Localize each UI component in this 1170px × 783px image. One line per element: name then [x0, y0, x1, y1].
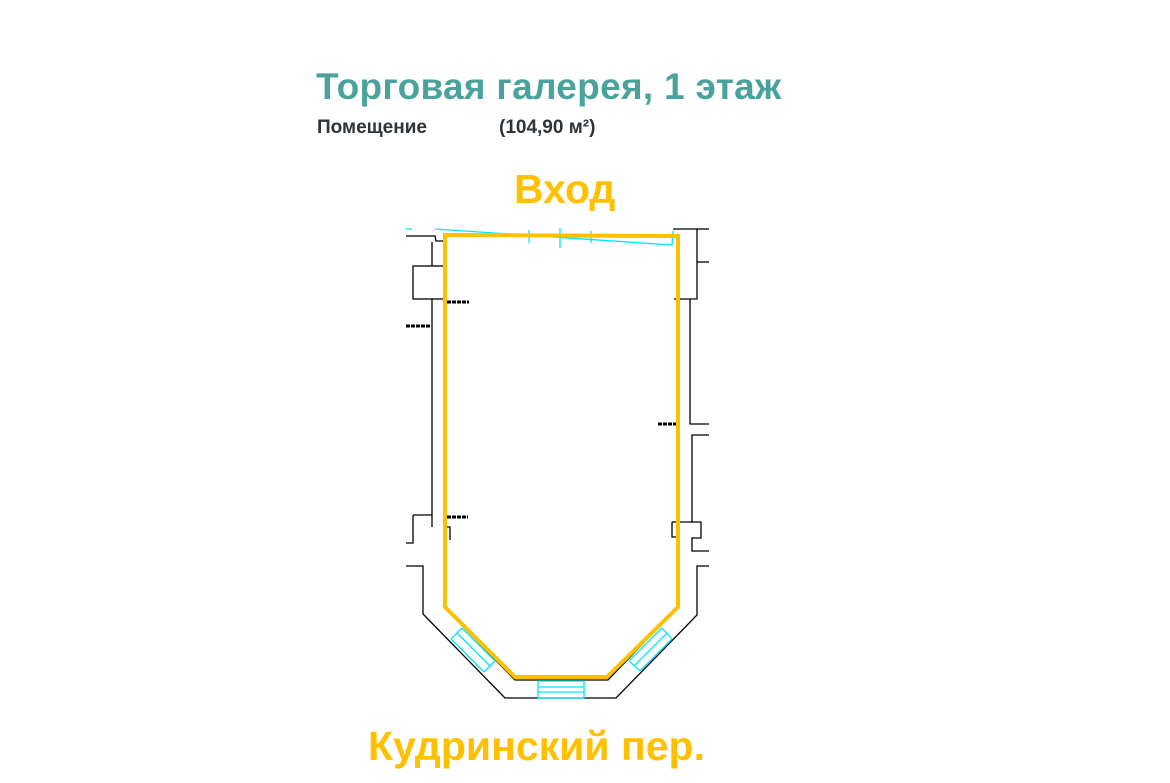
wall-hatching	[406, 300, 676, 519]
room-label: Помещение	[317, 117, 427, 138]
room-area: (104,90 м²)	[499, 117, 596, 138]
walls	[406, 228, 709, 699]
page-title: Торговая галерея, 1 этаж	[316, 66, 782, 107]
highlighted-room-outline	[443, 232, 680, 679]
street-label: Кудринский пер.	[368, 723, 705, 769]
entrance-label: Вход	[514, 166, 616, 212]
